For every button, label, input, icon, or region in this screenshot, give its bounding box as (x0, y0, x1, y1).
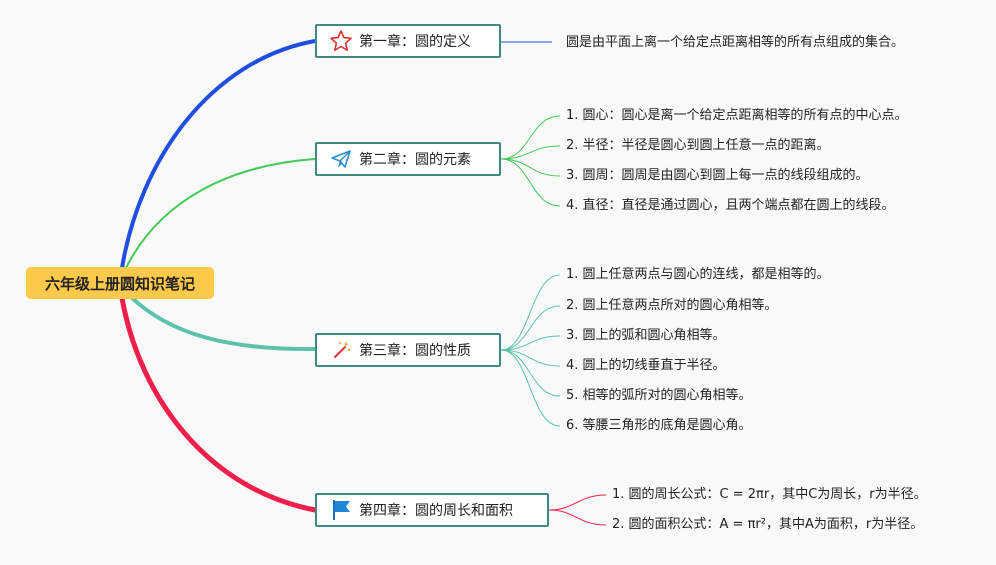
chapter-3-item-1: 1. 圆上任意两点与圆心的连线，都是相等的。 (566, 267, 830, 282)
chapter-3-node[interactable]: 第三章：圆的性质 (315, 333, 501, 367)
magic-wand-icon (329, 338, 353, 362)
branch-line-ch4 (119, 295, 318, 513)
flag-icon (329, 498, 353, 522)
root-topic[interactable]: 六年级上册圆知识笔记 (26, 267, 214, 299)
chapter-3-item-5: 5. 相等的弧所对的圆心角相等。 (566, 388, 752, 403)
chapter-2-item-2: 2. 半径：半径是圆心到圆上任意一点的距离。 (566, 138, 830, 153)
chapter-2-label: 第二章：圆的元素 (359, 152, 471, 168)
chapter-1-label: 第一章：圆的定义 (359, 34, 471, 50)
chapter-2-item-1: 1. 圆心：圆心是离一个给定点距离相等的所有点的中心点。 (566, 108, 908, 123)
chapter-3-item-3: 3. 圆上的弧和圆心角相等。 (566, 328, 726, 343)
chapter-4-node[interactable]: 第四章：圆的周长和面积 (315, 493, 549, 527)
chapter-3-item-2: 2. 圆上任意两点所对的圆心角相等。 (566, 298, 778, 313)
branch-line-ch3 (128, 294, 316, 352)
star-icon (329, 29, 353, 53)
branch-line-ch2 (125, 158, 316, 269)
chapter-4-item-1: 1. 圆的周长公式：C = 2πr，其中C为周长，r为半径。 (612, 487, 927, 502)
chapter-2-item-4: 4. 直径：直径是通过圆心，且两个端点都在圆上的线段。 (566, 198, 895, 213)
paper-plane-icon (329, 147, 353, 171)
chapter-3-item-4: 4. 圆上的切线垂直于半径。 (566, 358, 726, 373)
branch-line-ch1 (120, 39, 317, 270)
chapter-3-item-6: 6. 等腰三角形的底角是圆心角。 (566, 418, 752, 433)
chapter-2-node[interactable]: 第二章：圆的元素 (315, 142, 501, 176)
chapter-2-item-3: 3. 圆周：圆周是由圆心到圆上每一点的线段组成的。 (566, 168, 869, 183)
chapter-1-item-1: 圆是由平面上离一个给定点距离相等的所有点组成的集合。 (566, 35, 905, 50)
leaf-lines-ch4 (548, 494, 607, 526)
root-label: 六年级上册圆知识笔记 (44, 274, 195, 293)
leaf-lines-ch2 (500, 115, 561, 207)
chapter-4-label: 第四章：圆的周长和面积 (359, 503, 513, 519)
leaf-lines-ch3 (500, 274, 561, 427)
chapter-4-item-2: 2. 圆的面积公式：A = πr²，其中A为面积，r为半径。 (612, 517, 924, 532)
chapter-1-node[interactable]: 第一章：圆的定义 (315, 24, 501, 58)
chapter-3-label: 第三章：圆的性质 (359, 343, 471, 359)
